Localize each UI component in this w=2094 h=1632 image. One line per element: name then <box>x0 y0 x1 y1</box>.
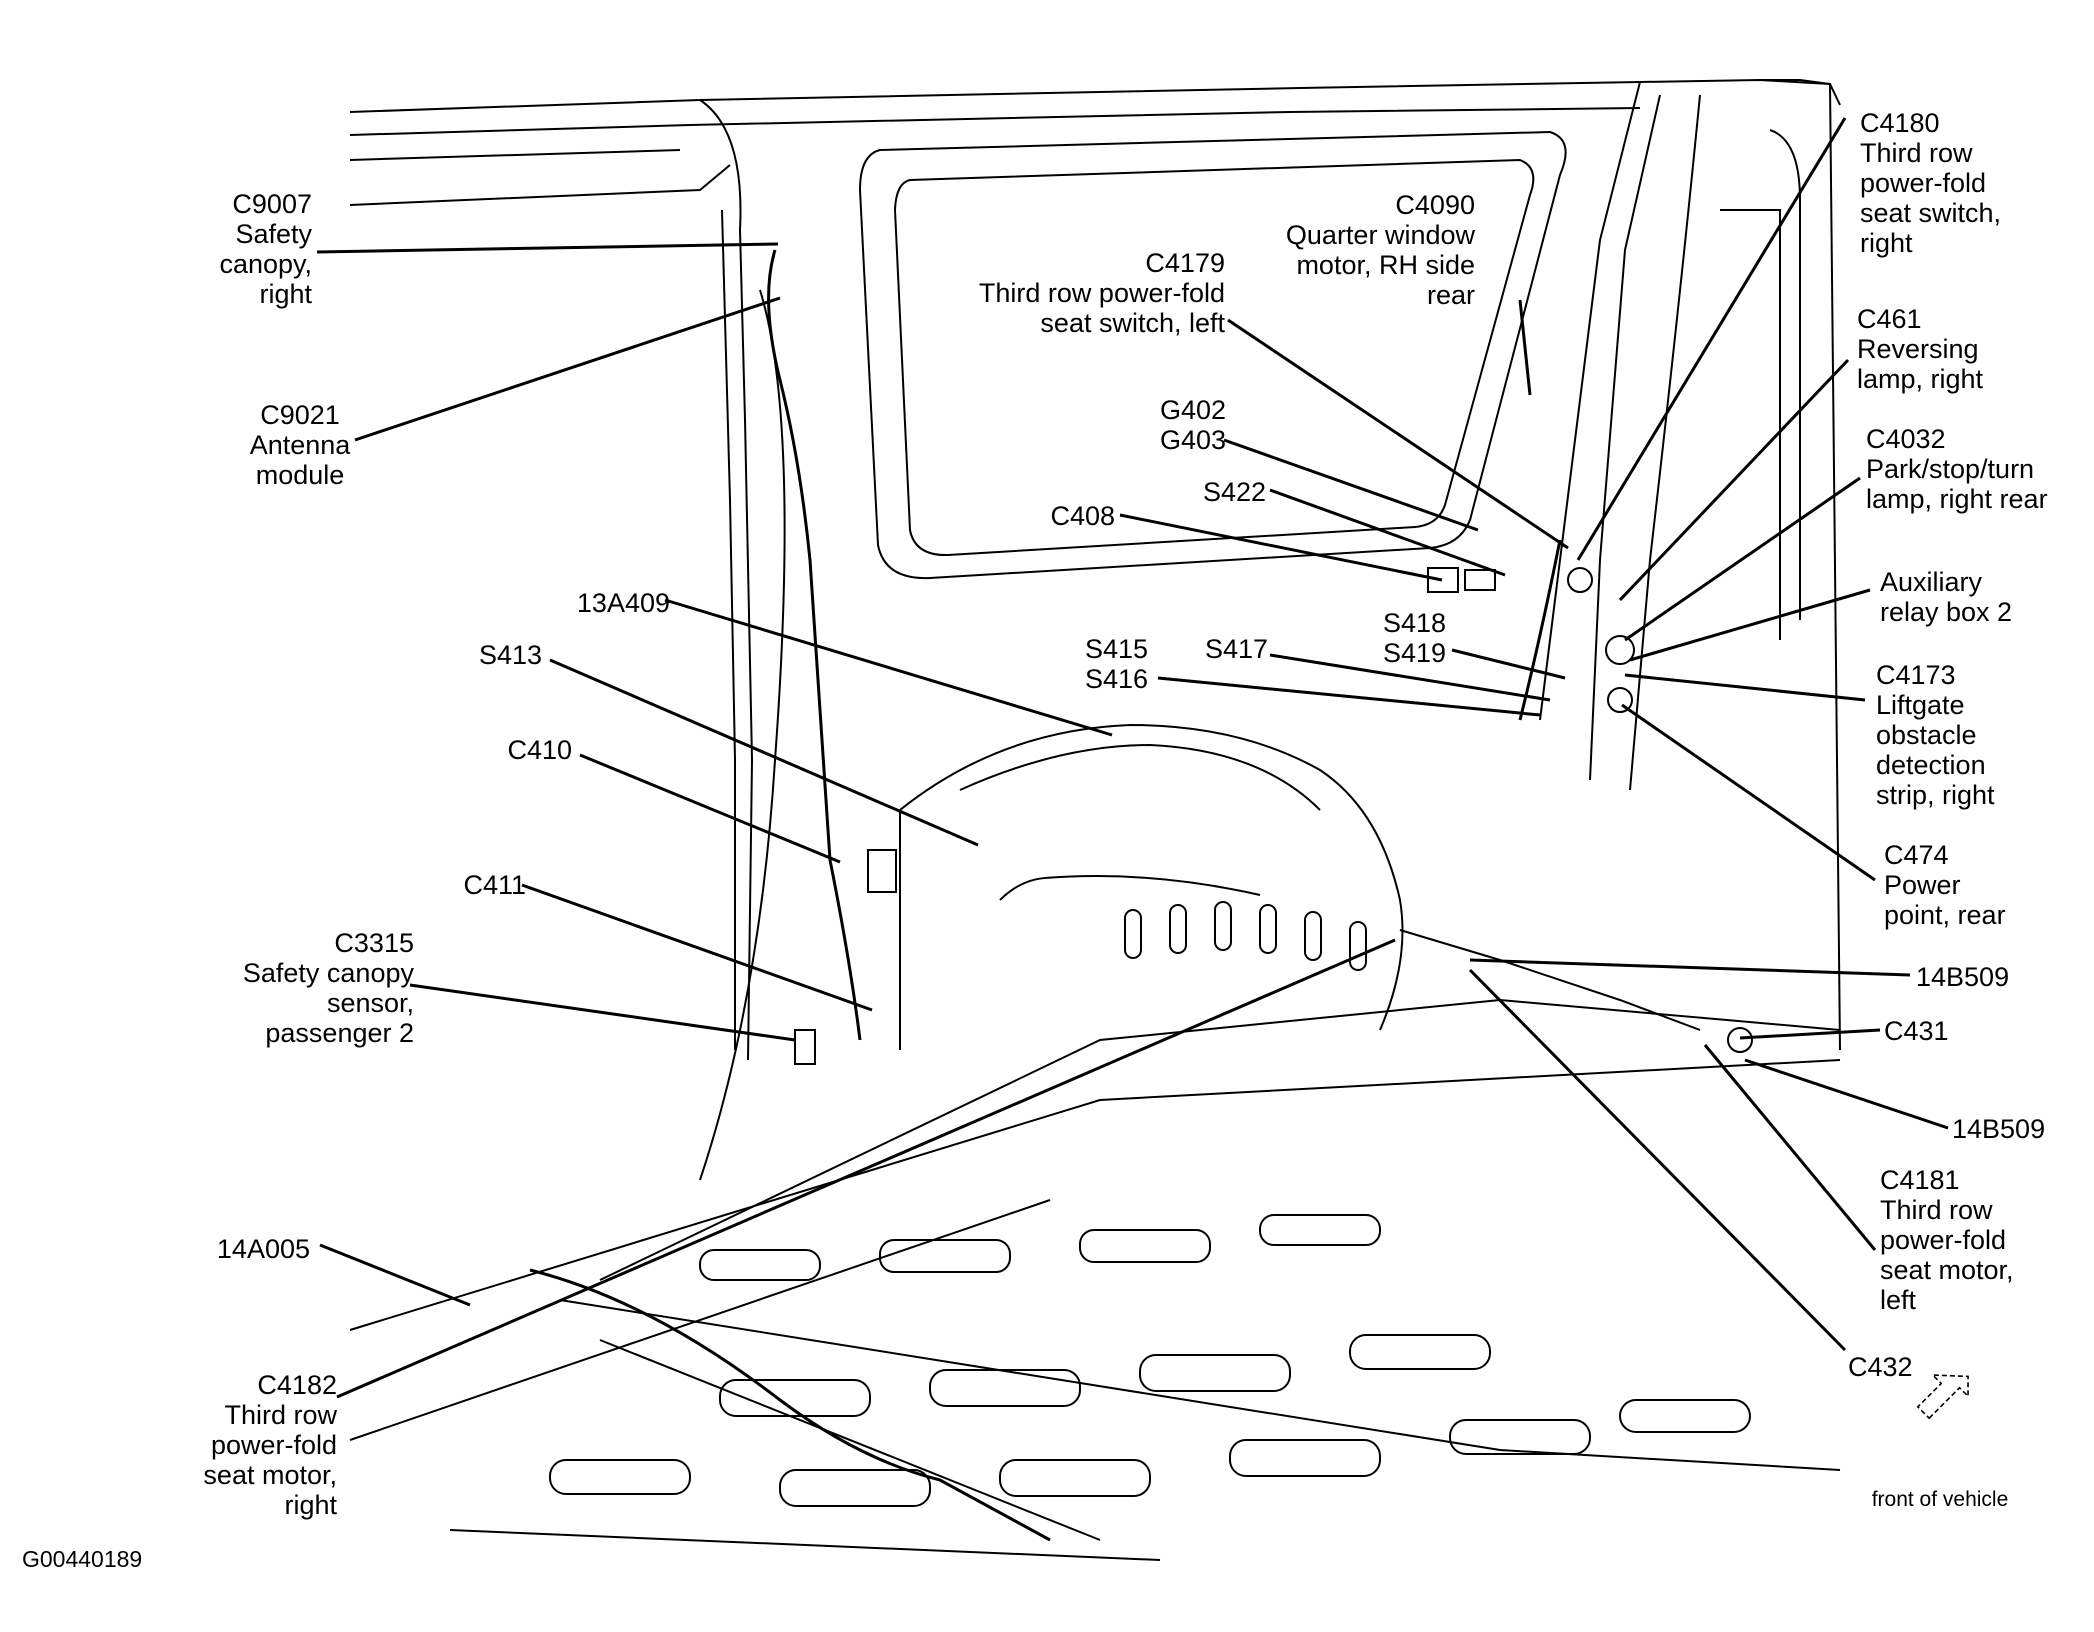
callout-c431: C431 <box>1884 1016 1949 1046</box>
callout-c410: C410 <box>507 735 572 765</box>
callout-c411: C411 <box>463 870 526 900</box>
callout-14a005: 14A005 <box>216 1234 310 1264</box>
callout-s422: S422 <box>1202 477 1266 507</box>
front-of-vehicle-arrow-icon <box>1916 1374 1969 1420</box>
callout-c408: C408 <box>1050 501 1115 531</box>
callout-14b509-lower: 14B509 <box>1952 1114 2046 1144</box>
callout-s413: S413 <box>478 640 542 670</box>
callout-14b509-upper: 14B509 <box>1916 962 2010 992</box>
front-of-vehicle-label: front of vehicle <box>1871 1488 2009 1511</box>
callout-c432: C432 <box>1848 1352 1913 1382</box>
figure-id: G00440189 <box>22 1546 143 1572</box>
callout-s417: S417 <box>1204 634 1268 664</box>
callout-13a409: 13A409 <box>576 588 670 618</box>
